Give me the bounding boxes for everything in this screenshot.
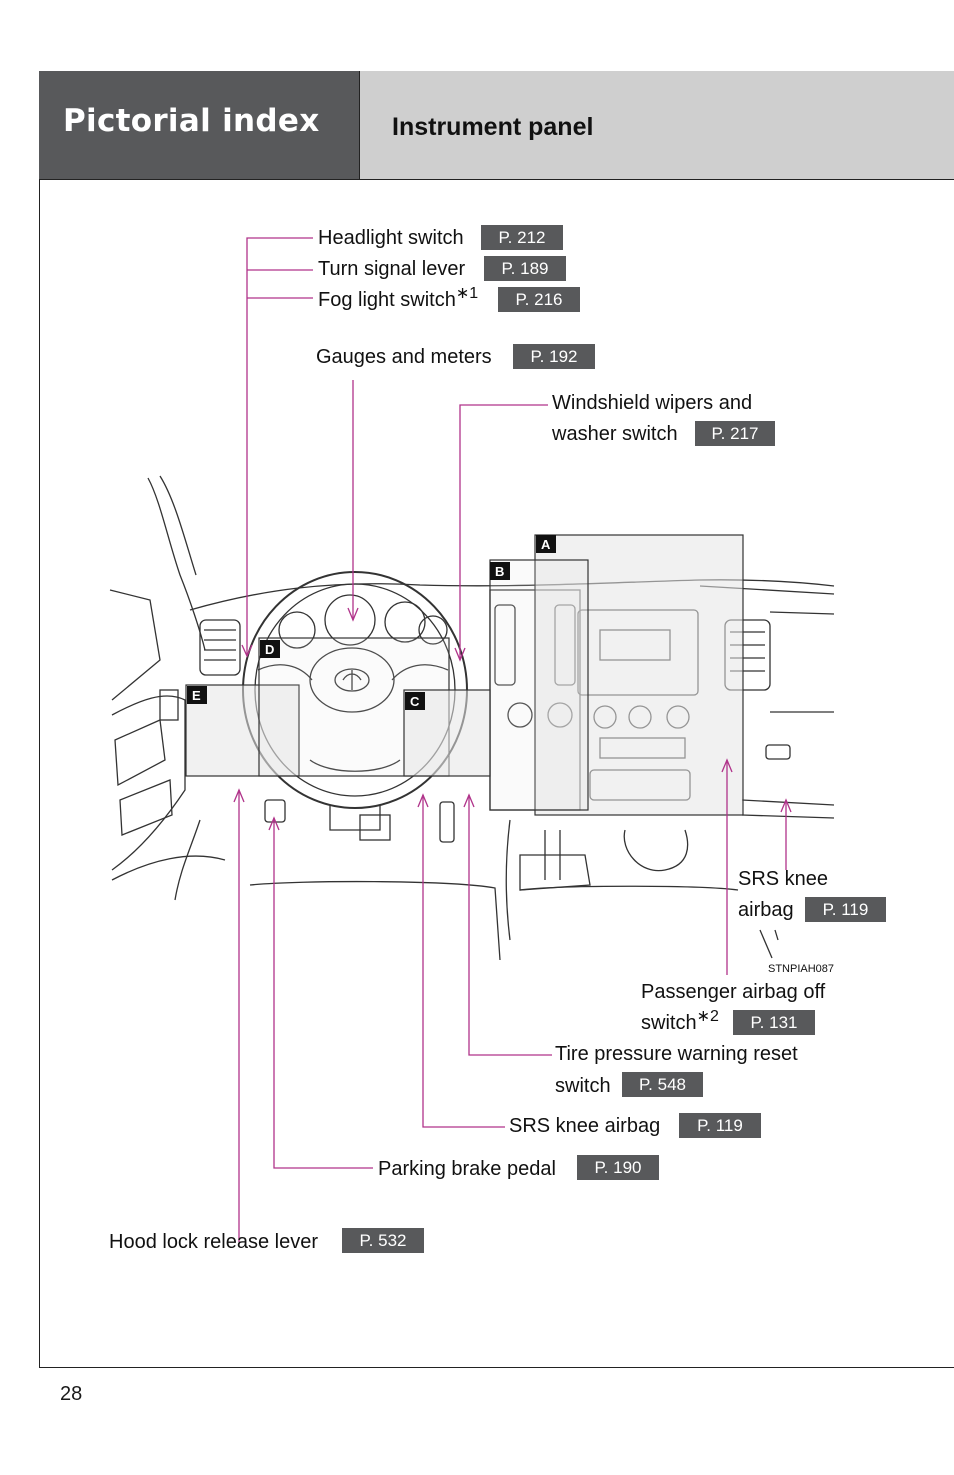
section-header-bar	[39, 71, 360, 180]
srs-knee-airbag-page-ref[interactable]: P. 119	[679, 1113, 761, 1138]
srs-knee-right-page-ref[interactable]: P. 119	[805, 897, 886, 922]
passenger-airbag-label-line2: switch∗2	[641, 1008, 719, 1034]
tire-pressure-page-ref[interactable]: P. 548	[622, 1072, 703, 1097]
wipers-label-line2: washer switch	[552, 423, 678, 445]
fog-light-switch-label: Fog light switch∗1	[318, 285, 479, 311]
page-title: Instrument panel	[392, 113, 594, 141]
box-tag-d: D	[265, 642, 274, 657]
headlight-switch-page-ref[interactable]: P. 212	[481, 225, 563, 250]
srs-knee-right-label-line2: airbag	[738, 899, 794, 921]
tire-pressure-label-line1: Tire pressure warning reset	[555, 1043, 798, 1065]
srs-knee-right-label-line1: SRS knee	[738, 868, 829, 890]
section-title: Pictorial index	[63, 103, 320, 139]
parking-brake-page-ref[interactable]: P. 190	[577, 1155, 659, 1180]
page-number: 28	[60, 1383, 83, 1405]
page-header-bar	[360, 71, 954, 180]
image-code: STNPIAH087	[768, 963, 835, 975]
fog-light-switch-page-ref[interactable]: P. 216	[498, 287, 580, 312]
box-tag-e: E	[192, 688, 201, 703]
turn-signal-lever-label: Turn signal lever	[318, 258, 466, 280]
footnote-mark: ∗2	[696, 1008, 719, 1025]
hood-lock-label: Hood lock release lever	[109, 1231, 318, 1253]
tire-pressure-label-line2: switch	[555, 1075, 611, 1097]
box-tag-c: C	[410, 694, 420, 709]
turn-signal-lever-page-ref[interactable]: P. 189	[484, 256, 566, 281]
wipers-label-line1: Windshield wipers and	[552, 392, 753, 414]
box-tag-b: B	[495, 564, 504, 579]
hood-lock-page-ref[interactable]: P. 532	[342, 1228, 424, 1253]
parking-brake-label: Parking brake pedal	[378, 1158, 556, 1180]
passenger-airbag-page-ref[interactable]: P. 131	[733, 1010, 815, 1035]
srs-knee-airbag-label: SRS knee airbag	[509, 1115, 661, 1137]
gauges-meters-label: Gauges and meters	[316, 346, 492, 368]
box-tag-a: A	[541, 537, 551, 552]
passenger-airbag-label-line1: Passenger airbag off	[641, 981, 826, 1003]
headlight-switch-label: Headlight switch	[318, 227, 464, 249]
footnote-mark: ∗1	[455, 285, 479, 302]
wipers-page-ref[interactable]: P. 217	[695, 421, 775, 446]
gauges-meters-page-ref[interactable]: P. 192	[513, 344, 595, 369]
